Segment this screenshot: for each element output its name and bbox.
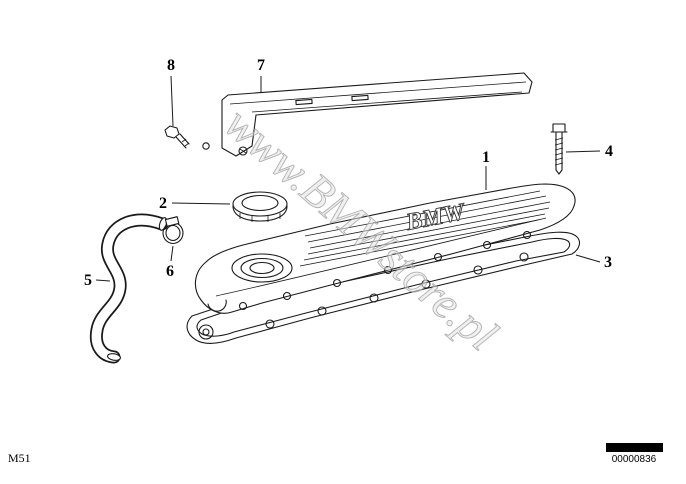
filler-cap-part[interactable] — [232, 191, 288, 222]
leader-line-4 — [565, 150, 601, 153]
leader-line-8 — [170, 75, 174, 127]
barcode — [606, 443, 663, 452]
callout-1[interactable]: 1 — [482, 149, 490, 190]
heat-shield-part[interactable] — [202, 72, 533, 157]
callout-5[interactable]: 5 — [84, 272, 111, 289]
long-bolt-part[interactable] — [550, 123, 568, 175]
leader-line-6 — [170, 245, 174, 262]
short-bolt-part[interactable] — [164, 125, 190, 149]
callout-4[interactable]: 4 — [565, 143, 613, 160]
callout-7[interactable]: 7 — [257, 57, 265, 93]
callout-2[interactable]: 2 — [159, 195, 231, 212]
callout-label-2[interactable]: 2 — [159, 195, 167, 212]
leader-line-3 — [575, 254, 601, 263]
image-number: 00000836 — [612, 454, 657, 465]
callout-label-6[interactable]: 6 — [166, 263, 174, 280]
hose-clamp-part[interactable] — [162, 216, 184, 245]
callout-6[interactable]: 6 — [166, 245, 174, 280]
callout-label-3[interactable]: 3 — [604, 254, 612, 271]
breather-hose-part[interactable] — [89, 213, 169, 364]
callout-label-5[interactable]: 5 — [84, 272, 92, 289]
callout-label-1[interactable]: 1 — [482, 149, 490, 166]
model-code: M51 — [8, 451, 31, 465]
callout-label-7[interactable]: 7 — [257, 57, 265, 74]
leader-line-2 — [171, 202, 231, 205]
leader-line-5 — [95, 279, 111, 282]
callout-8[interactable]: 8 — [167, 57, 175, 127]
callout-3[interactable]: 3 — [575, 254, 612, 271]
callout-label-8[interactable]: 8 — [167, 57, 175, 74]
callout-label-4[interactable]: 4 — [605, 143, 613, 160]
gasket-part[interactable] — [186, 231, 581, 344]
